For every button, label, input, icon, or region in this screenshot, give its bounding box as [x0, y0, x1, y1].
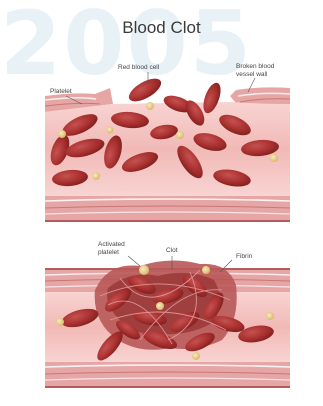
label-activated-platelet: Activated platelet — [98, 241, 125, 256]
platelet — [92, 172, 100, 180]
platelet — [56, 318, 64, 326]
label-fibrin: Fibrin — [236, 253, 252, 261]
label-broken-vessel-wall: Broken blood vessel wall — [236, 63, 274, 78]
platelet — [58, 130, 66, 138]
label-red-blood-cell: Red blood cell — [118, 64, 159, 72]
label-broken-vessel-wall-line2: vessel wall — [236, 71, 274, 79]
platelet — [107, 127, 114, 134]
label-clot: Clot — [166, 247, 178, 255]
platelet — [192, 352, 200, 360]
label-activated-platelet-line2: platelet — [98, 249, 125, 257]
platelet — [266, 312, 274, 320]
label-platelet: Platelet — [50, 88, 72, 96]
red-blood-cell — [125, 74, 164, 106]
label-broken-vessel-wall-line1: Broken blood — [236, 63, 274, 71]
platelet — [176, 131, 184, 139]
activated-platelet — [139, 265, 149, 275]
diagram-title: Blood Clot — [0, 18, 323, 38]
platelet — [146, 102, 154, 110]
activated-platelet — [202, 266, 210, 274]
platelet — [270, 154, 278, 162]
label-activated-platelet-line1: Activated — [98, 241, 125, 249]
activated-platelet — [156, 302, 164, 310]
